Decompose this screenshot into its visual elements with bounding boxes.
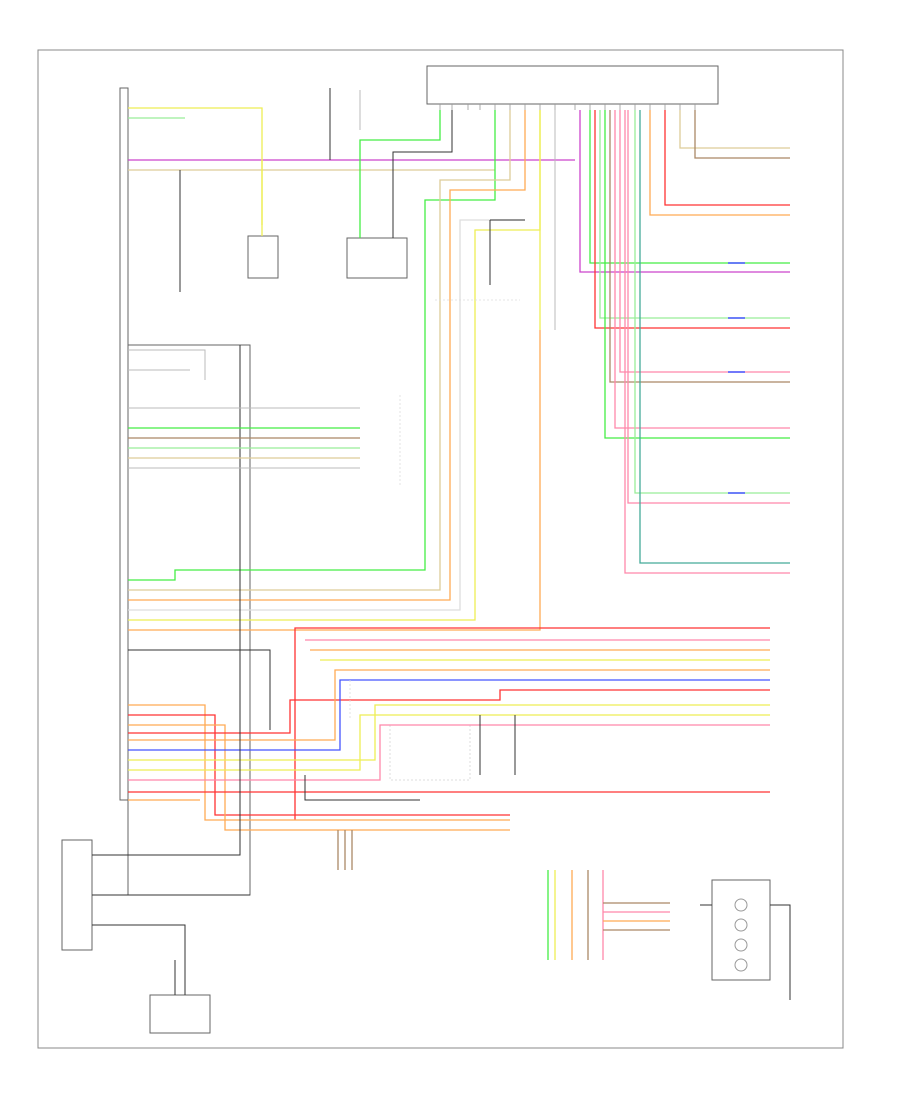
cd-changer-module: [247, 235, 279, 279]
connector-tabs-blue: [728, 262, 745, 494]
diagram-frame: [37, 49, 844, 1049]
amplifier: [426, 65, 719, 105]
bottom-harness: [128, 627, 770, 831]
ghost-boundaries: [349, 299, 520, 720]
left-antenna-module: [61, 839, 93, 951]
ground-connectors: [337, 830, 353, 870]
wire-relay-green: [359, 110, 441, 238]
center-feeds: [128, 110, 556, 631]
right-antenna-module: [149, 994, 211, 1034]
upper-block-wires: [128, 349, 360, 469]
speaker-harness-right: [579, 110, 790, 574]
power-supply-relay: [346, 237, 408, 279]
main-control-module: [119, 87, 129, 801]
wire-top-yellow-short: [128, 107, 263, 225]
interface-module: [389, 724, 471, 781]
amplifier-pins: [439, 104, 696, 110]
steering-column-switch: [711, 879, 771, 981]
steering-harness: [547, 870, 791, 1000]
antenna-harness: [92, 345, 250, 995]
wire-relay-black: [392, 110, 453, 238]
steering-switch-buttons: [734, 898, 748, 972]
